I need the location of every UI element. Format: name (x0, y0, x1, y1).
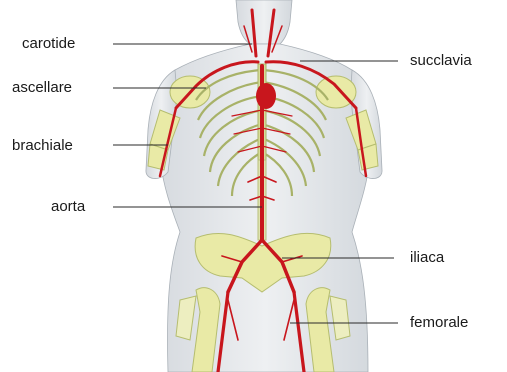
label-ascellare: ascellare (12, 79, 72, 97)
heart-icon (256, 83, 276, 109)
label-femorale: femorale (410, 314, 468, 332)
label-iliaca: iliaca (410, 249, 444, 267)
label-aorta: aorta (51, 198, 85, 216)
label-succlavia: succlavia (410, 52, 472, 70)
label-carotide: carotide (22, 35, 75, 53)
label-brachiale: brachiale (12, 137, 73, 155)
